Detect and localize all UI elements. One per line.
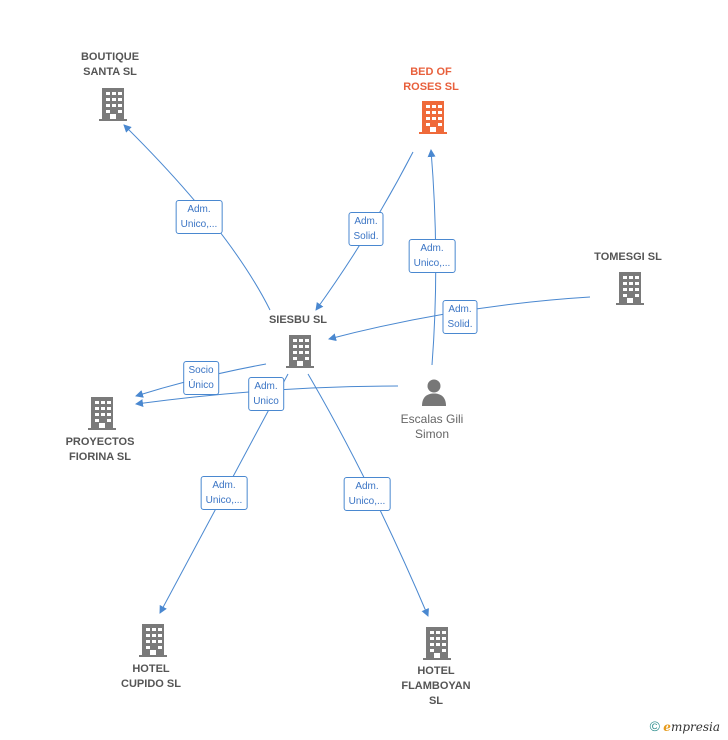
- relation-badge-siesbu-cupido[interactable]: Adm. Unico,...: [200, 476, 248, 510]
- node-label-line: BOUTIQUE: [80, 51, 140, 63]
- relation-line: Solid.: [353, 231, 379, 242]
- node-tomesgi[interactable]: TOMESGI SL: [573, 250, 683, 265]
- node-label-line: SANTA SL: [83, 66, 137, 78]
- relation-line: Adm.: [212, 480, 236, 491]
- relation-line: Unico,...: [180, 219, 218, 230]
- relation-badge-siesbu-flamboyan[interactable]: Adm. Unico,...: [343, 477, 391, 511]
- relation-line: Adm.: [254, 381, 278, 392]
- node-label-line: FLAMBOYAN: [401, 680, 471, 692]
- node-hotel-flamboyan[interactable]: HOTEL FLAMBOYAN SL: [381, 664, 491, 709]
- relation-line: Unico: [253, 396, 279, 407]
- node-boutique-santa[interactable]: BOUTIQUE SANTA SL: [55, 50, 165, 80]
- node-label-line: TOMESGI SL: [594, 251, 662, 263]
- node-escalas-gili-simon[interactable]: Escalas Gili Simon: [377, 412, 487, 442]
- person-icon: [422, 379, 446, 406]
- brand-initial: e: [663, 720, 671, 734]
- relation-line: Solid.: [447, 319, 473, 330]
- relation-line: Adm.: [354, 216, 378, 227]
- relation-line: Único: [188, 380, 214, 391]
- relation-line: Socio: [188, 365, 214, 376]
- relation-line: Unico,...: [205, 495, 243, 506]
- node-label-line: BED OF: [410, 66, 452, 78]
- node-label-line: Escalas Gili: [400, 412, 464, 426]
- relation-badge-escalas-proyectos[interactable]: Adm. Unico: [248, 377, 284, 411]
- relation-line: Adm.: [448, 304, 472, 315]
- relation-line: Adm.: [187, 204, 211, 215]
- node-label-line: PROYECTOS: [65, 436, 135, 448]
- node-label-line: SL: [428, 695, 444, 707]
- node-label-line: FIORINA SL: [69, 451, 131, 463]
- building-icon: [423, 627, 451, 660]
- building-icon: [88, 397, 116, 430]
- relation-line: Unico,...: [413, 258, 451, 269]
- node-label-line: ROSES SL: [403, 81, 459, 93]
- relation-line: Adm.: [420, 243, 444, 254]
- relation-badge-siesbu-proyectos[interactable]: Socio Único: [183, 361, 219, 395]
- node-label-line: Simon: [414, 427, 449, 441]
- relation-line: Unico,...: [348, 496, 386, 507]
- node-label-line: CUPIDO SL: [121, 678, 181, 690]
- node-label-line: SIESBU SL: [268, 314, 328, 326]
- node-bed-of-roses[interactable]: BED OF ROSES SL: [376, 65, 486, 95]
- relation-badge-siesbu-boutique[interactable]: Adm. Unico,...: [175, 200, 223, 234]
- building-icon: [139, 624, 167, 657]
- node-label-line: HOTEL: [132, 663, 170, 675]
- building-icon: [286, 335, 314, 368]
- node-proyectos-fiorina[interactable]: PROYECTOS FIORINA SL: [45, 435, 155, 465]
- empresia-watermark: © empresia: [650, 718, 720, 734]
- relation-badge-escalas-bed[interactable]: Adm. Unico,...: [408, 239, 456, 273]
- building-icon: [616, 272, 644, 305]
- copyright-icon: ©: [649, 718, 660, 734]
- relation-line: Adm.: [355, 481, 379, 492]
- node-siesbu[interactable]: SIESBU SL: [243, 313, 353, 328]
- building-icon: [99, 88, 127, 121]
- relation-badge-bed-siesbu[interactable]: Adm. Solid.: [348, 212, 384, 246]
- building-icon-main: [419, 101, 447, 134]
- brand-name: mpresia: [670, 720, 720, 734]
- node-hotel-cupido[interactable]: HOTEL CUPIDO SL: [96, 662, 206, 692]
- node-label-line: HOTEL: [417, 665, 455, 677]
- relation-badge-tomesgi-siesbu[interactable]: Adm. Solid.: [442, 300, 478, 334]
